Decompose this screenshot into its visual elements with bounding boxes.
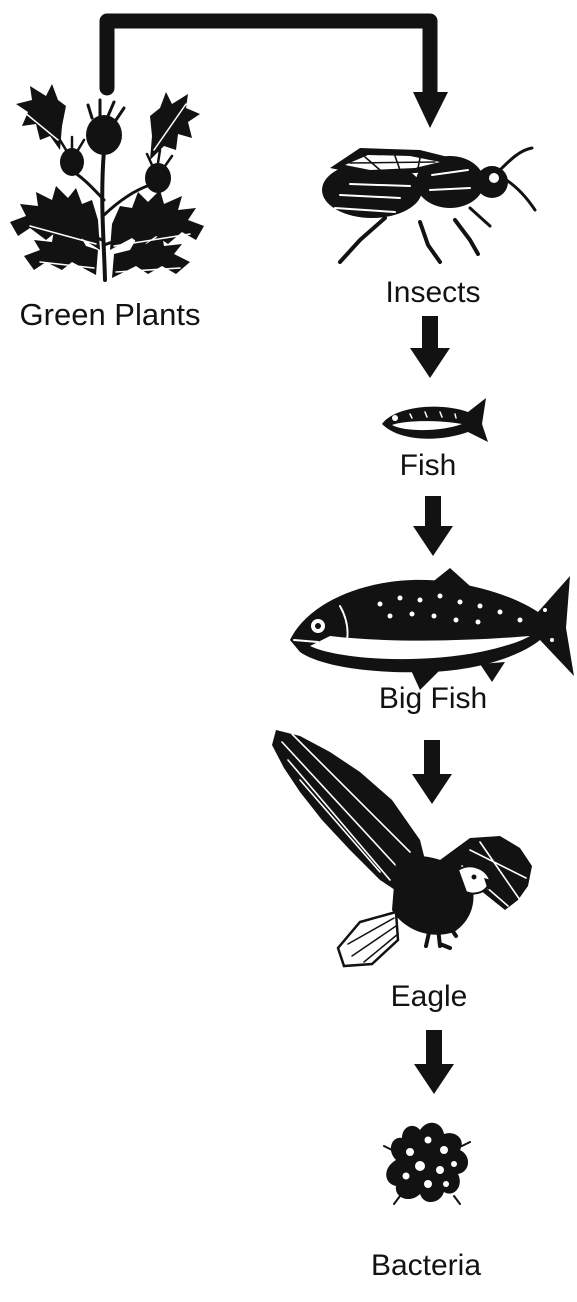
node-label-eagle: Eagle xyxy=(391,980,468,1013)
node-label-green-plants: Green Plants xyxy=(20,297,201,332)
node-label-big-fish: Big Fish xyxy=(379,682,487,715)
node-label-fish: Fish xyxy=(400,449,457,482)
node-label-insects: Insects xyxy=(385,276,480,309)
insect-icon xyxy=(322,148,535,262)
arrowhead-icon xyxy=(410,348,450,378)
arrowhead-icon xyxy=(412,774,452,804)
big-fish-icon xyxy=(290,568,574,690)
plant-icon xyxy=(10,84,204,280)
arrowhead-icon xyxy=(413,526,453,556)
bacteria-icon xyxy=(384,1123,470,1204)
fish-icon xyxy=(382,398,488,442)
edge-big-fish-to-eagle xyxy=(412,740,452,804)
edge-insects-to-fish xyxy=(410,316,450,378)
eagle-icon xyxy=(272,730,532,966)
edge-eagle-to-bacteria xyxy=(414,1030,454,1094)
arrowhead-icon xyxy=(414,1064,454,1094)
arrowhead-icon xyxy=(413,92,448,128)
edge-fish-to-big-fish xyxy=(413,496,453,556)
node-label-bacteria: Bacteria xyxy=(371,1249,481,1282)
